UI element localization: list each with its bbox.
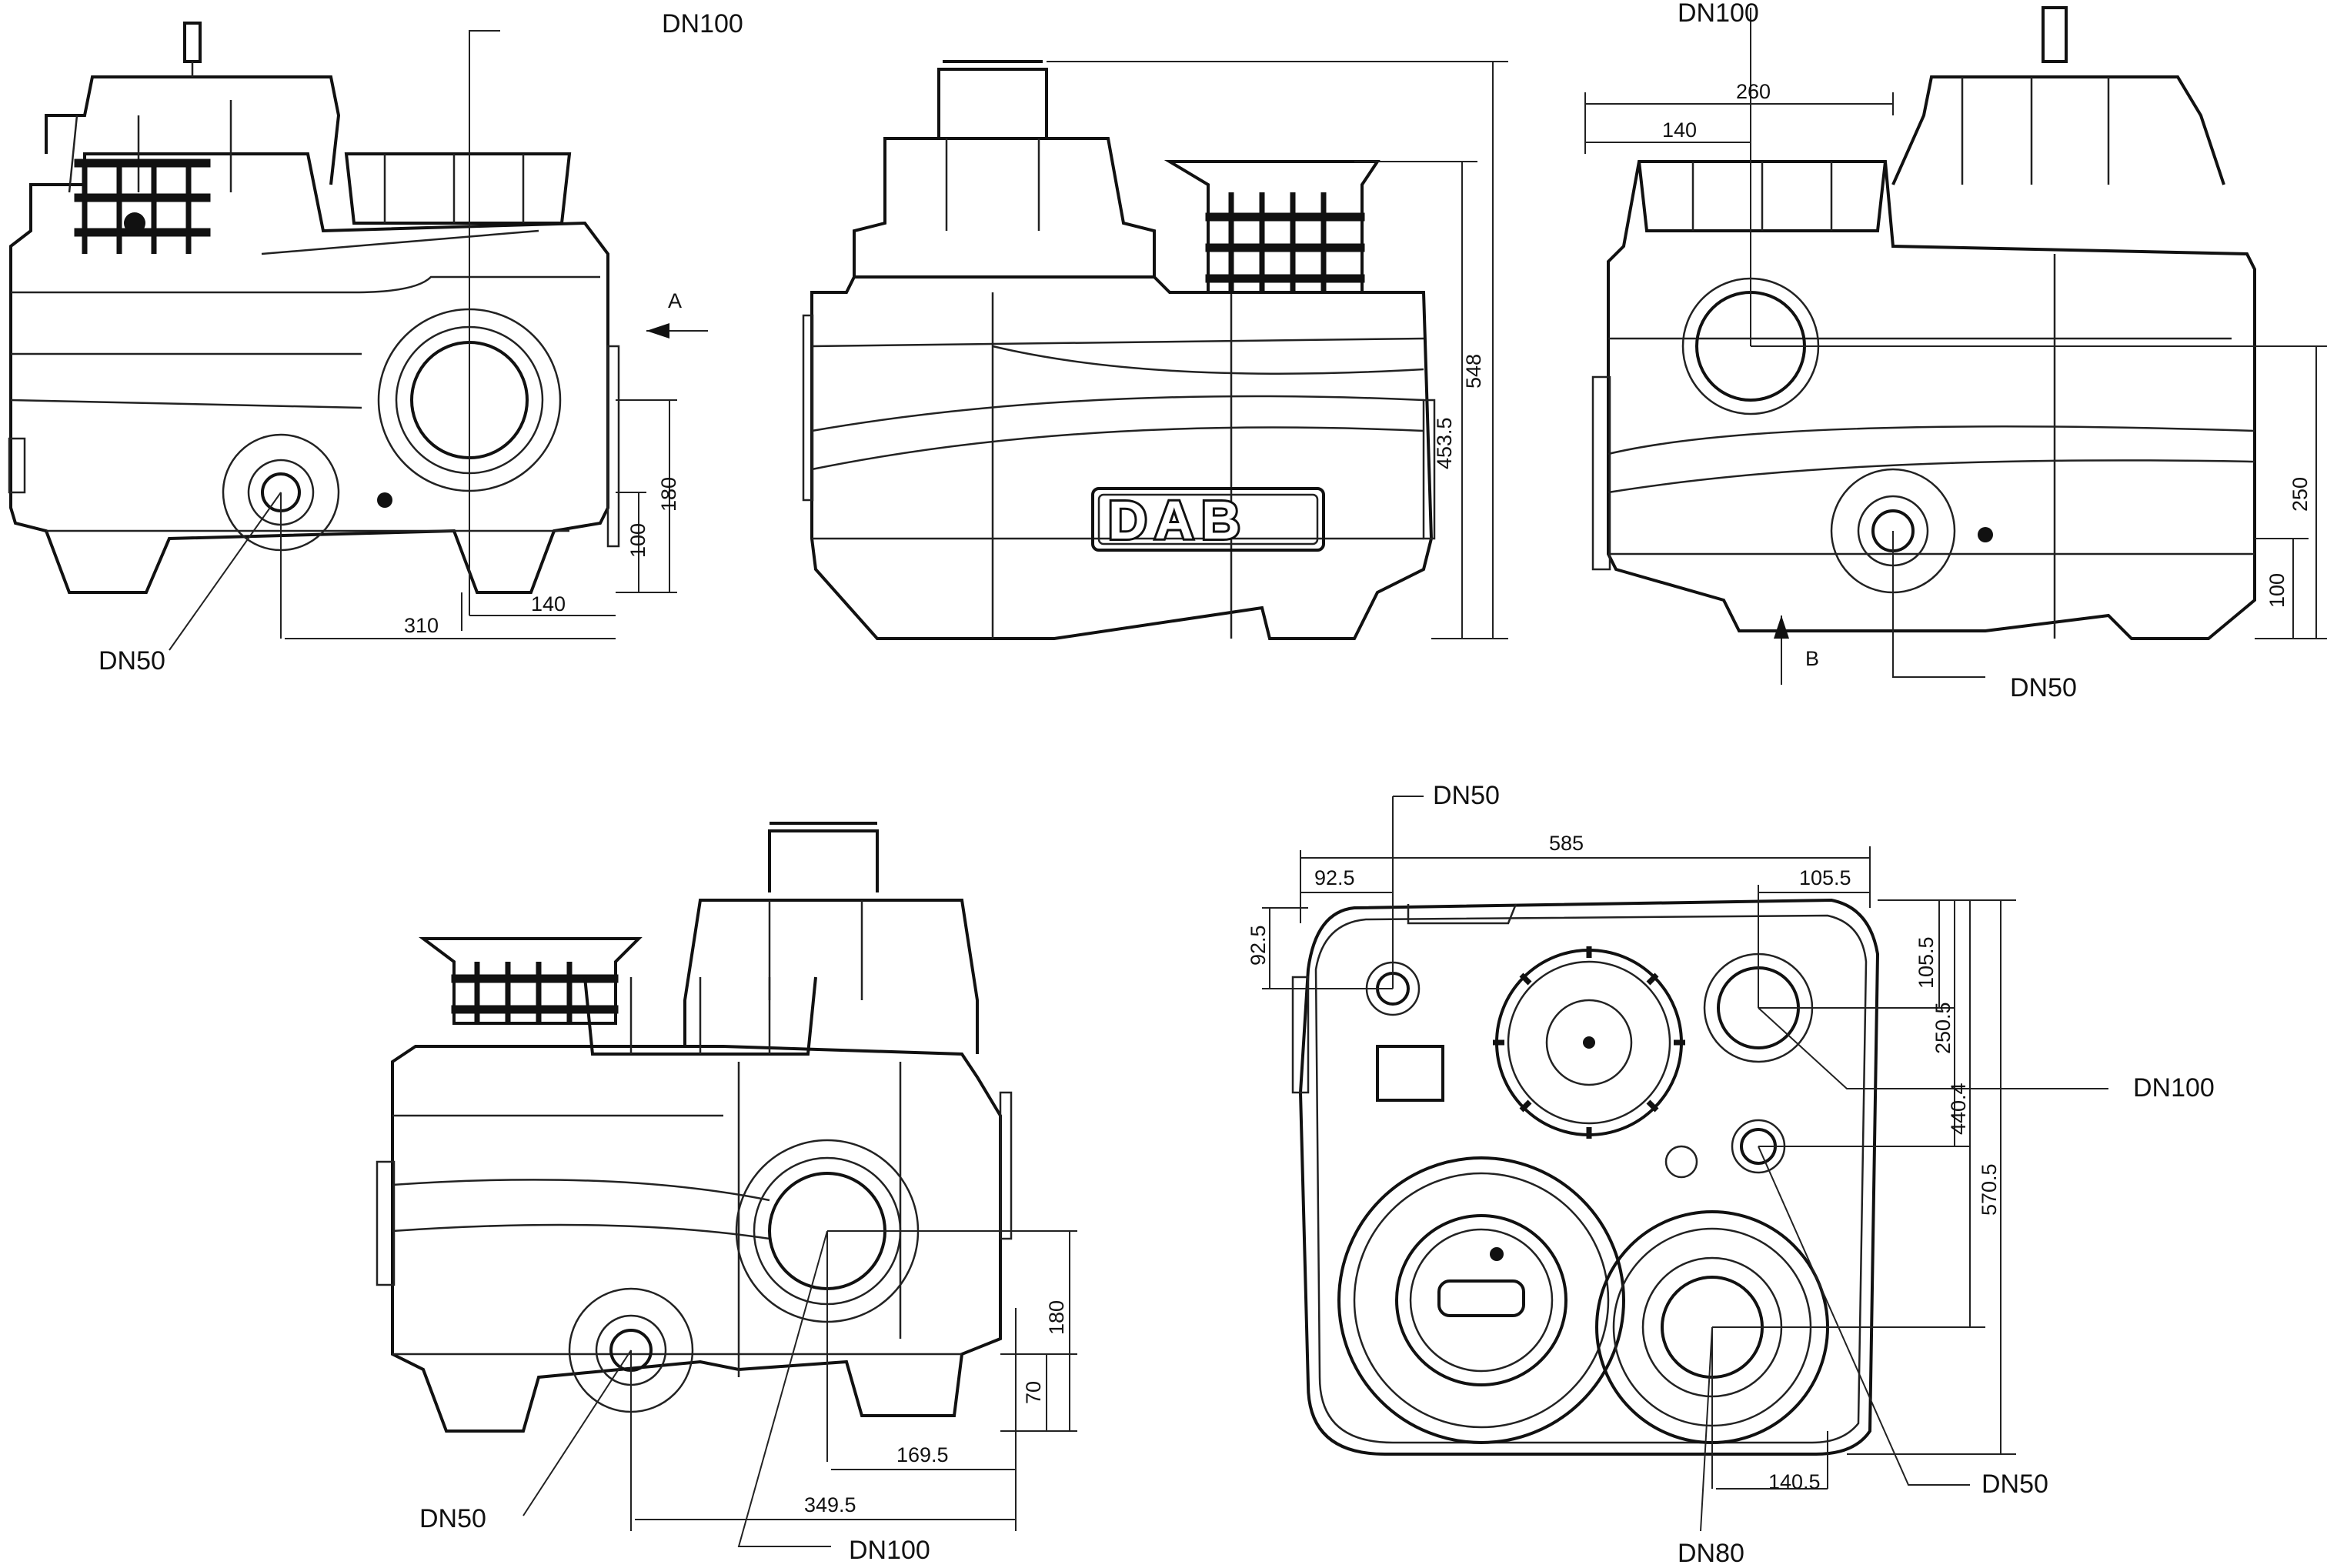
view2-dim-453-5: 453.5	[1433, 417, 1456, 469]
view5-dim-250-5: 250.5	[1931, 1002, 1955, 1054]
view1-dim-140: 140	[531, 592, 566, 616]
view-side-left	[8, 22, 708, 651]
view3-dim-100: 100	[2265, 573, 2289, 608]
view3-dim-140: 140	[1662, 118, 1697, 142]
view4-dim-349-5: 349.5	[804, 1493, 856, 1516]
view2-dim-548: 548	[1462, 354, 1485, 389]
view3-dn100-label: DN100	[1678, 0, 1759, 28]
view5-dn80-label: DN80	[1678, 1539, 1744, 1568]
view5-dn50-top-label: DN50	[1433, 781, 1500, 810]
view5-dim-585: 585	[1549, 832, 1584, 855]
view5-dim-570-5: 570.5	[1978, 1163, 2001, 1216]
view5-dim-105-5-side: 105.5	[1915, 936, 1938, 989]
view4-dim-70: 70	[1022, 1381, 1045, 1404]
view5-dim-440-4: 440.4	[1947, 1083, 1970, 1135]
view5-dn50-right-label: DN50	[1981, 1470, 2048, 1499]
view5-dim-140-5: 140.5	[1768, 1470, 1821, 1493]
dab-logo: DAB	[1108, 490, 1248, 550]
view5-dim-92-5-top: 92.5	[1314, 866, 1355, 889]
arrow-a-label: A	[668, 289, 682, 312]
view-front: DAB	[802, 60, 1508, 640]
view3-dim-260: 260	[1736, 80, 1771, 103]
view1-dim-310: 310	[404, 614, 439, 637]
view3-dim-250: 250	[2289, 477, 2312, 512]
view4-dim-180: 180	[1045, 1300, 1068, 1335]
view4-dn50-label: DN50	[419, 1504, 486, 1533]
view1-dn100-label: DN100	[662, 9, 743, 38]
view5-dim-105-5-top: 105.5	[1799, 866, 1851, 889]
view3-dn50-label: DN50	[2010, 673, 2077, 702]
view1-dn50-label: DN50	[98, 646, 165, 676]
view1-dim-180: 180	[657, 477, 680, 512]
view1-dim-100: 100	[626, 523, 649, 558]
view4-dn100-label: DN100	[849, 1536, 930, 1565]
view-rear	[376, 822, 1077, 1547]
arrow-b-label: B	[1805, 647, 1819, 670]
view-side-right	[1584, 6, 2327, 685]
view4-dim-169-5: 169.5	[896, 1443, 949, 1466]
view5-dim-92-5-side: 92.5	[1247, 925, 1270, 966]
view-plan	[1262, 796, 2108, 1532]
view5-dn100-label: DN100	[2133, 1073, 2215, 1103]
